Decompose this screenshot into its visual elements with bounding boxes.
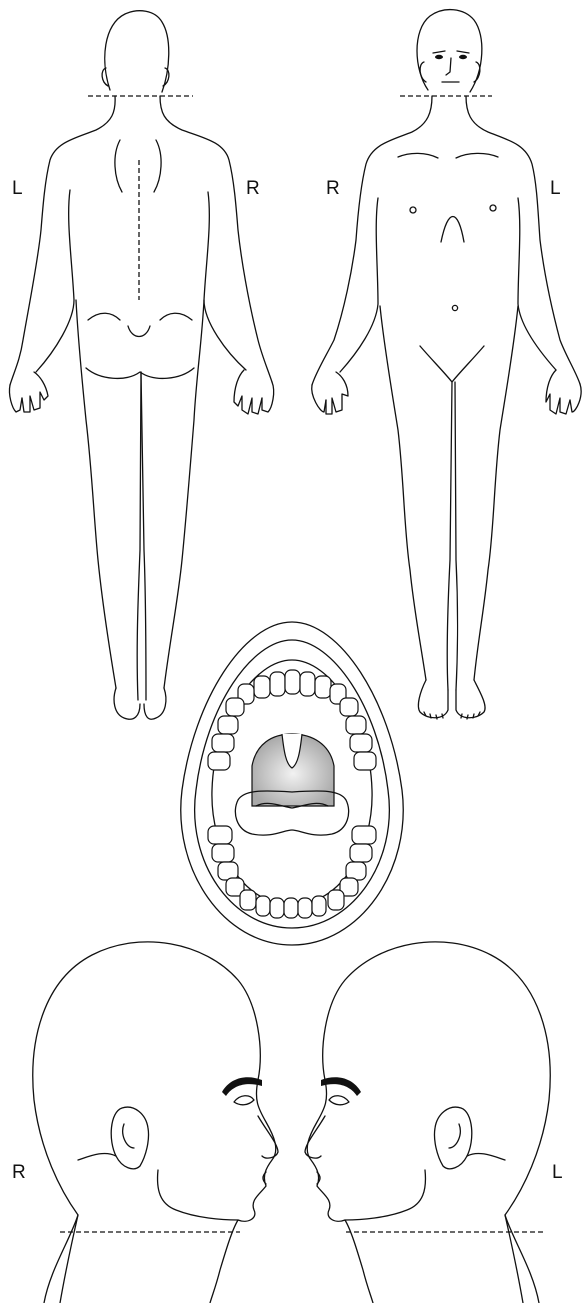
front-right-label: R: [326, 178, 340, 199]
open-mouth-diagram: [181, 622, 403, 945]
head-right-label: R: [12, 1162, 26, 1183]
back-right-label: R: [246, 178, 260, 199]
head-profile-right: [33, 942, 278, 1303]
front-left-label: L: [550, 178, 561, 199]
front-view-figure: [312, 10, 581, 719]
back-left-label: L: [12, 178, 23, 199]
back-view-figure: [9, 11, 273, 720]
head-profile-left: [305, 942, 550, 1303]
head-left-label: L: [552, 1162, 563, 1183]
